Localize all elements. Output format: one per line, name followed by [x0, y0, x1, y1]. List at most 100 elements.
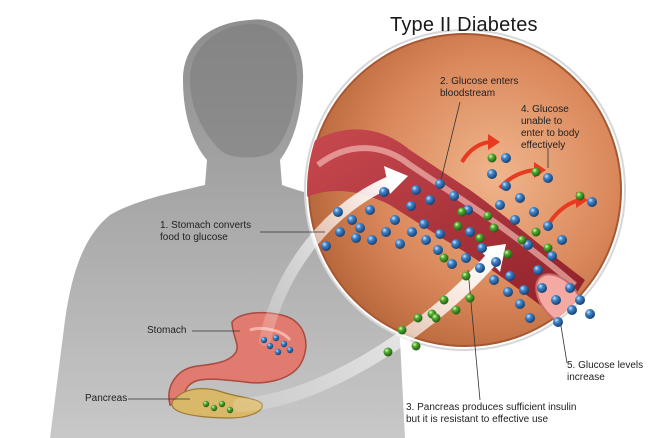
glucose-molecule	[407, 227, 417, 237]
insulin-molecule	[543, 243, 553, 253]
glucose-molecule	[477, 243, 487, 253]
glucose-molecule	[487, 169, 497, 179]
glucose-molecule	[451, 239, 461, 249]
glucose-molecule	[379, 187, 389, 197]
insulin-molecule	[457, 207, 467, 217]
glucose-molecule	[529, 207, 539, 217]
glucose-molecule	[567, 305, 577, 315]
glucose-molecule	[515, 299, 525, 309]
insulin-molecule	[489, 223, 499, 233]
glucose-molecule	[335, 227, 345, 237]
insulin-molecule	[575, 191, 585, 201]
insulin-molecule	[461, 271, 471, 281]
glucose-molecule	[433, 245, 443, 255]
diagram-title: Type II Diabetes	[390, 14, 538, 36]
glucose-molecule	[435, 179, 445, 189]
glucose-molecule	[489, 275, 499, 285]
glucose-molecule	[280, 340, 288, 348]
molecules	[202, 153, 597, 414]
glucose-molecule	[501, 181, 511, 191]
glucose-molecule	[587, 197, 597, 207]
insulin-molecule	[487, 153, 497, 163]
glucose-molecule	[491, 257, 501, 267]
leader-lines	[128, 101, 568, 401]
glucose-molecule	[419, 219, 429, 229]
glucose-molecule	[519, 285, 529, 295]
glucose-molecule	[461, 253, 471, 263]
glucose-molecule	[365, 205, 375, 215]
glucose-molecule	[435, 229, 445, 239]
insulin-molecule	[202, 400, 210, 408]
label-pancreas: Pancreas	[85, 393, 128, 404]
label-stomach: Stomach	[147, 325, 187, 336]
insulin-molecule	[517, 235, 527, 245]
glucose-molecule	[333, 207, 343, 217]
glucose-molecule	[537, 283, 547, 293]
glucose-molecule	[447, 259, 457, 269]
glucose-molecule	[551, 295, 561, 305]
insulin-molecule	[439, 253, 449, 263]
glucose-molecule	[411, 185, 421, 195]
glucose-molecule	[355, 223, 365, 233]
glucose-molecule	[274, 348, 282, 356]
label-step-1: 1. Stomach converts food to glucose	[160, 220, 252, 243]
glucose-molecule	[557, 235, 567, 245]
glucose-molecule	[510, 215, 520, 225]
insulin-molecule	[439, 295, 449, 305]
insulin-molecule	[531, 227, 541, 237]
glucose-molecule	[395, 239, 405, 249]
insulin-molecule	[483, 211, 493, 221]
magnified-view	[304, 29, 626, 351]
insulin-molecule	[397, 325, 407, 335]
glucose-molecule	[543, 173, 553, 183]
glucose-molecule	[475, 263, 485, 273]
insulin-molecule	[453, 221, 463, 231]
glucose-molecule	[547, 251, 557, 261]
insulin-molecule	[503, 249, 513, 259]
glucose-molecule	[347, 215, 357, 225]
insulin-molecule	[475, 233, 485, 243]
insulin-molecule	[383, 347, 393, 357]
glucose-molecule	[321, 241, 331, 251]
glucose-molecule	[505, 271, 515, 281]
glucose-molecule	[449, 191, 459, 201]
glucose-molecule	[525, 313, 535, 323]
glucose-molecule	[585, 309, 595, 319]
glucose-molecule	[465, 227, 475, 237]
glucose-molecule	[515, 193, 525, 203]
label-step-2: 2. Glucose enters bloodstream	[440, 76, 519, 99]
label-step-3: 3. Pancreas produces sufficient insulin …	[406, 402, 577, 425]
glucose-molecule	[495, 200, 505, 210]
glucose-molecule	[543, 221, 553, 231]
insulin-molecule	[210, 404, 218, 412]
insulin-molecule	[531, 167, 541, 177]
glucose-molecule	[381, 227, 391, 237]
glucose-molecule	[272, 334, 280, 342]
insulin-molecule	[226, 406, 234, 414]
insulin-molecule	[431, 313, 441, 323]
glucose-molecule	[503, 287, 513, 297]
glucose-molecule	[533, 265, 543, 275]
human-silhouette	[50, 19, 405, 438]
glucose-molecule	[575, 295, 585, 305]
glucose-molecule	[390, 215, 400, 225]
insulin-molecule	[411, 341, 421, 351]
glucose-molecule	[421, 235, 431, 245]
glucose-molecule	[406, 201, 416, 211]
insulin-molecule	[413, 313, 423, 323]
glucose-molecule	[266, 342, 274, 350]
label-step-4: 4. Glucose unable to enter to body effec…	[521, 104, 580, 151]
insulin-molecule	[218, 400, 226, 408]
insulin-molecule	[465, 293, 475, 303]
glucose-molecule	[367, 235, 377, 245]
glucose-molecule	[553, 317, 563, 327]
label-step-5: 5. Glucose levels increase	[567, 360, 644, 383]
glucose-molecule	[501, 153, 511, 163]
insulin-molecule	[451, 305, 461, 315]
glucose-molecule	[565, 283, 575, 293]
glucose-molecule	[351, 233, 361, 243]
glucose-molecule	[286, 346, 294, 354]
glucose-molecule	[425, 195, 435, 205]
